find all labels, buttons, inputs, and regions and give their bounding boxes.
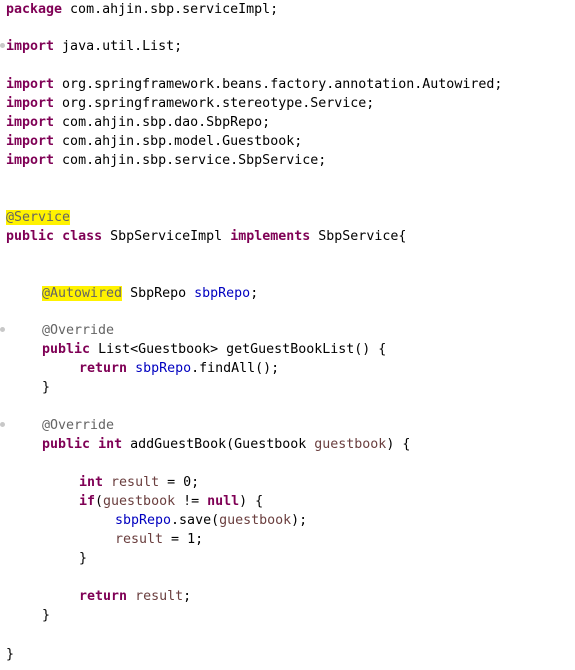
- import-path: com.ahjin.sbp.dao.SbpRepo;: [54, 115, 271, 130]
- operator-neq: !=: [175, 494, 208, 509]
- keyword-import: import: [6, 77, 55, 92]
- assignment: = 1;: [163, 532, 204, 547]
- code-line-package: package com.ahjin.sbp.serviceImpl;: [6, 0, 278, 19]
- code-line-return: return sbpRepo.findAll();: [79, 359, 279, 378]
- package-name: com.ahjin.sbp.serviceImpl;: [62, 2, 279, 17]
- code-line-import: import com.ahjin.sbp.model.Guestbook;: [6, 132, 302, 151]
- keyword-if: if: [79, 494, 96, 509]
- code-line-assignment: result = 1;: [115, 530, 203, 549]
- code-line-import: import java.util.List;: [6, 37, 182, 56]
- keyword-import: import: [6, 39, 55, 54]
- close-brace: }: [42, 380, 51, 395]
- return-end: ;: [183, 589, 192, 604]
- keyword-public: public: [42, 342, 91, 357]
- call-end: );: [291, 513, 308, 528]
- import-path: com.ahjin.sbp.service.SbpService;: [54, 153, 327, 168]
- keyword-int: int: [79, 475, 104, 490]
- condition-variable: guestbook: [103, 494, 176, 509]
- method-signature: List<Guestbook> getGuestBookList() {: [98, 342, 387, 357]
- override-annotation: @Override: [42, 418, 115, 433]
- local-variable: result: [111, 475, 160, 490]
- interface-name: SbpService{: [318, 229, 407, 244]
- code-line-class-declaration: public class SbpServiceImpl implements S…: [6, 227, 406, 246]
- keyword-import: import: [6, 96, 55, 111]
- keyword-import: import: [6, 134, 55, 149]
- code-line-method-signature: public int addGuestBook(Guestbook guestb…: [42, 435, 410, 454]
- service-annotation: @Service: [6, 210, 71, 225]
- code-line-override: @Override: [42, 416, 114, 435]
- keyword-package: package: [6, 2, 63, 17]
- close-brace: }: [79, 551, 88, 566]
- field-name: sbpRepo: [194, 286, 251, 301]
- fold-marker-icon[interactable]: [0, 327, 5, 332]
- keyword-import: import: [6, 153, 55, 168]
- close-brace: }: [42, 608, 51, 623]
- field-reference: sbpRepo: [115, 513, 172, 528]
- keyword-return: return: [79, 589, 128, 604]
- keyword-import: import: [6, 115, 55, 130]
- class-close-brace: }: [6, 647, 15, 662]
- paren-open: (: [95, 494, 104, 509]
- argument: guestbook: [219, 513, 292, 528]
- assignment: = 0;: [159, 475, 200, 490]
- keyword-return: return: [79, 361, 128, 376]
- code-line-declaration: int result = 0;: [79, 473, 199, 492]
- import-path: org.springframework.beans.factory.annota…: [54, 77, 503, 92]
- keyword-public: public: [6, 229, 55, 244]
- condition-end: ) {: [239, 494, 264, 509]
- field-reference: sbpRepo: [135, 361, 192, 376]
- import-path: org.springframework.stereotype.Service;: [54, 96, 375, 111]
- keyword-null: null: [207, 494, 240, 509]
- code-line-import: import com.ahjin.sbp.dao.SbpRepo;: [6, 113, 270, 132]
- import-path: com.ahjin.sbp.model.Guestbook;: [54, 134, 303, 149]
- code-line-close-brace: }: [79, 549, 87, 568]
- code-line-field: @Autowired SbpRepo sbpRepo;: [42, 284, 258, 303]
- keyword-int: int: [98, 437, 123, 452]
- code-line-close-brace: }: [42, 606, 50, 625]
- code-line-import: import com.ahjin.sbp.service.SbpService;: [6, 151, 326, 170]
- keyword-implements: implements: [230, 229, 311, 244]
- code-line-class-annotation: @Service: [6, 208, 71, 227]
- code-line-class-close: }: [6, 645, 14, 664]
- code-line-import: import org.springframework.beans.factory…: [6, 75, 502, 94]
- code-line-if: if(guestbook != null) {: [79, 492, 263, 511]
- method-call: .save(: [171, 513, 220, 528]
- method-signature-end: ) {: [386, 437, 411, 452]
- autowired-annotation: @Autowired: [42, 286, 123, 301]
- import-path: java.util.List;: [54, 39, 183, 54]
- code-line-return: return result;: [79, 587, 191, 606]
- local-variable: result: [115, 532, 164, 547]
- field-end: ;: [250, 286, 259, 301]
- method-signature-start: addGuestBook(Guestbook: [130, 437, 307, 452]
- parameter-name: guestbook: [314, 437, 387, 452]
- keyword-public: public: [42, 437, 91, 452]
- code-line-override: @Override: [42, 321, 114, 340]
- override-annotation: @Override: [42, 323, 115, 338]
- fold-marker-icon[interactable]: [0, 43, 5, 48]
- code-line-close-brace: }: [42, 378, 50, 397]
- keyword-class: class: [62, 229, 103, 244]
- code-line-save-call: sbpRepo.save(guestbook);: [115, 511, 307, 530]
- method-call: .findAll();: [191, 361, 280, 376]
- class-name: SbpServiceImpl: [110, 229, 223, 244]
- code-line-method-signature: public List<Guestbook> getGuestBookList(…: [42, 340, 386, 359]
- fold-marker-icon[interactable]: [0, 422, 5, 427]
- return-variable: result: [135, 589, 184, 604]
- code-line-import: import org.springframework.stereotype.Se…: [6, 94, 374, 113]
- field-type: SbpRepo: [130, 286, 187, 301]
